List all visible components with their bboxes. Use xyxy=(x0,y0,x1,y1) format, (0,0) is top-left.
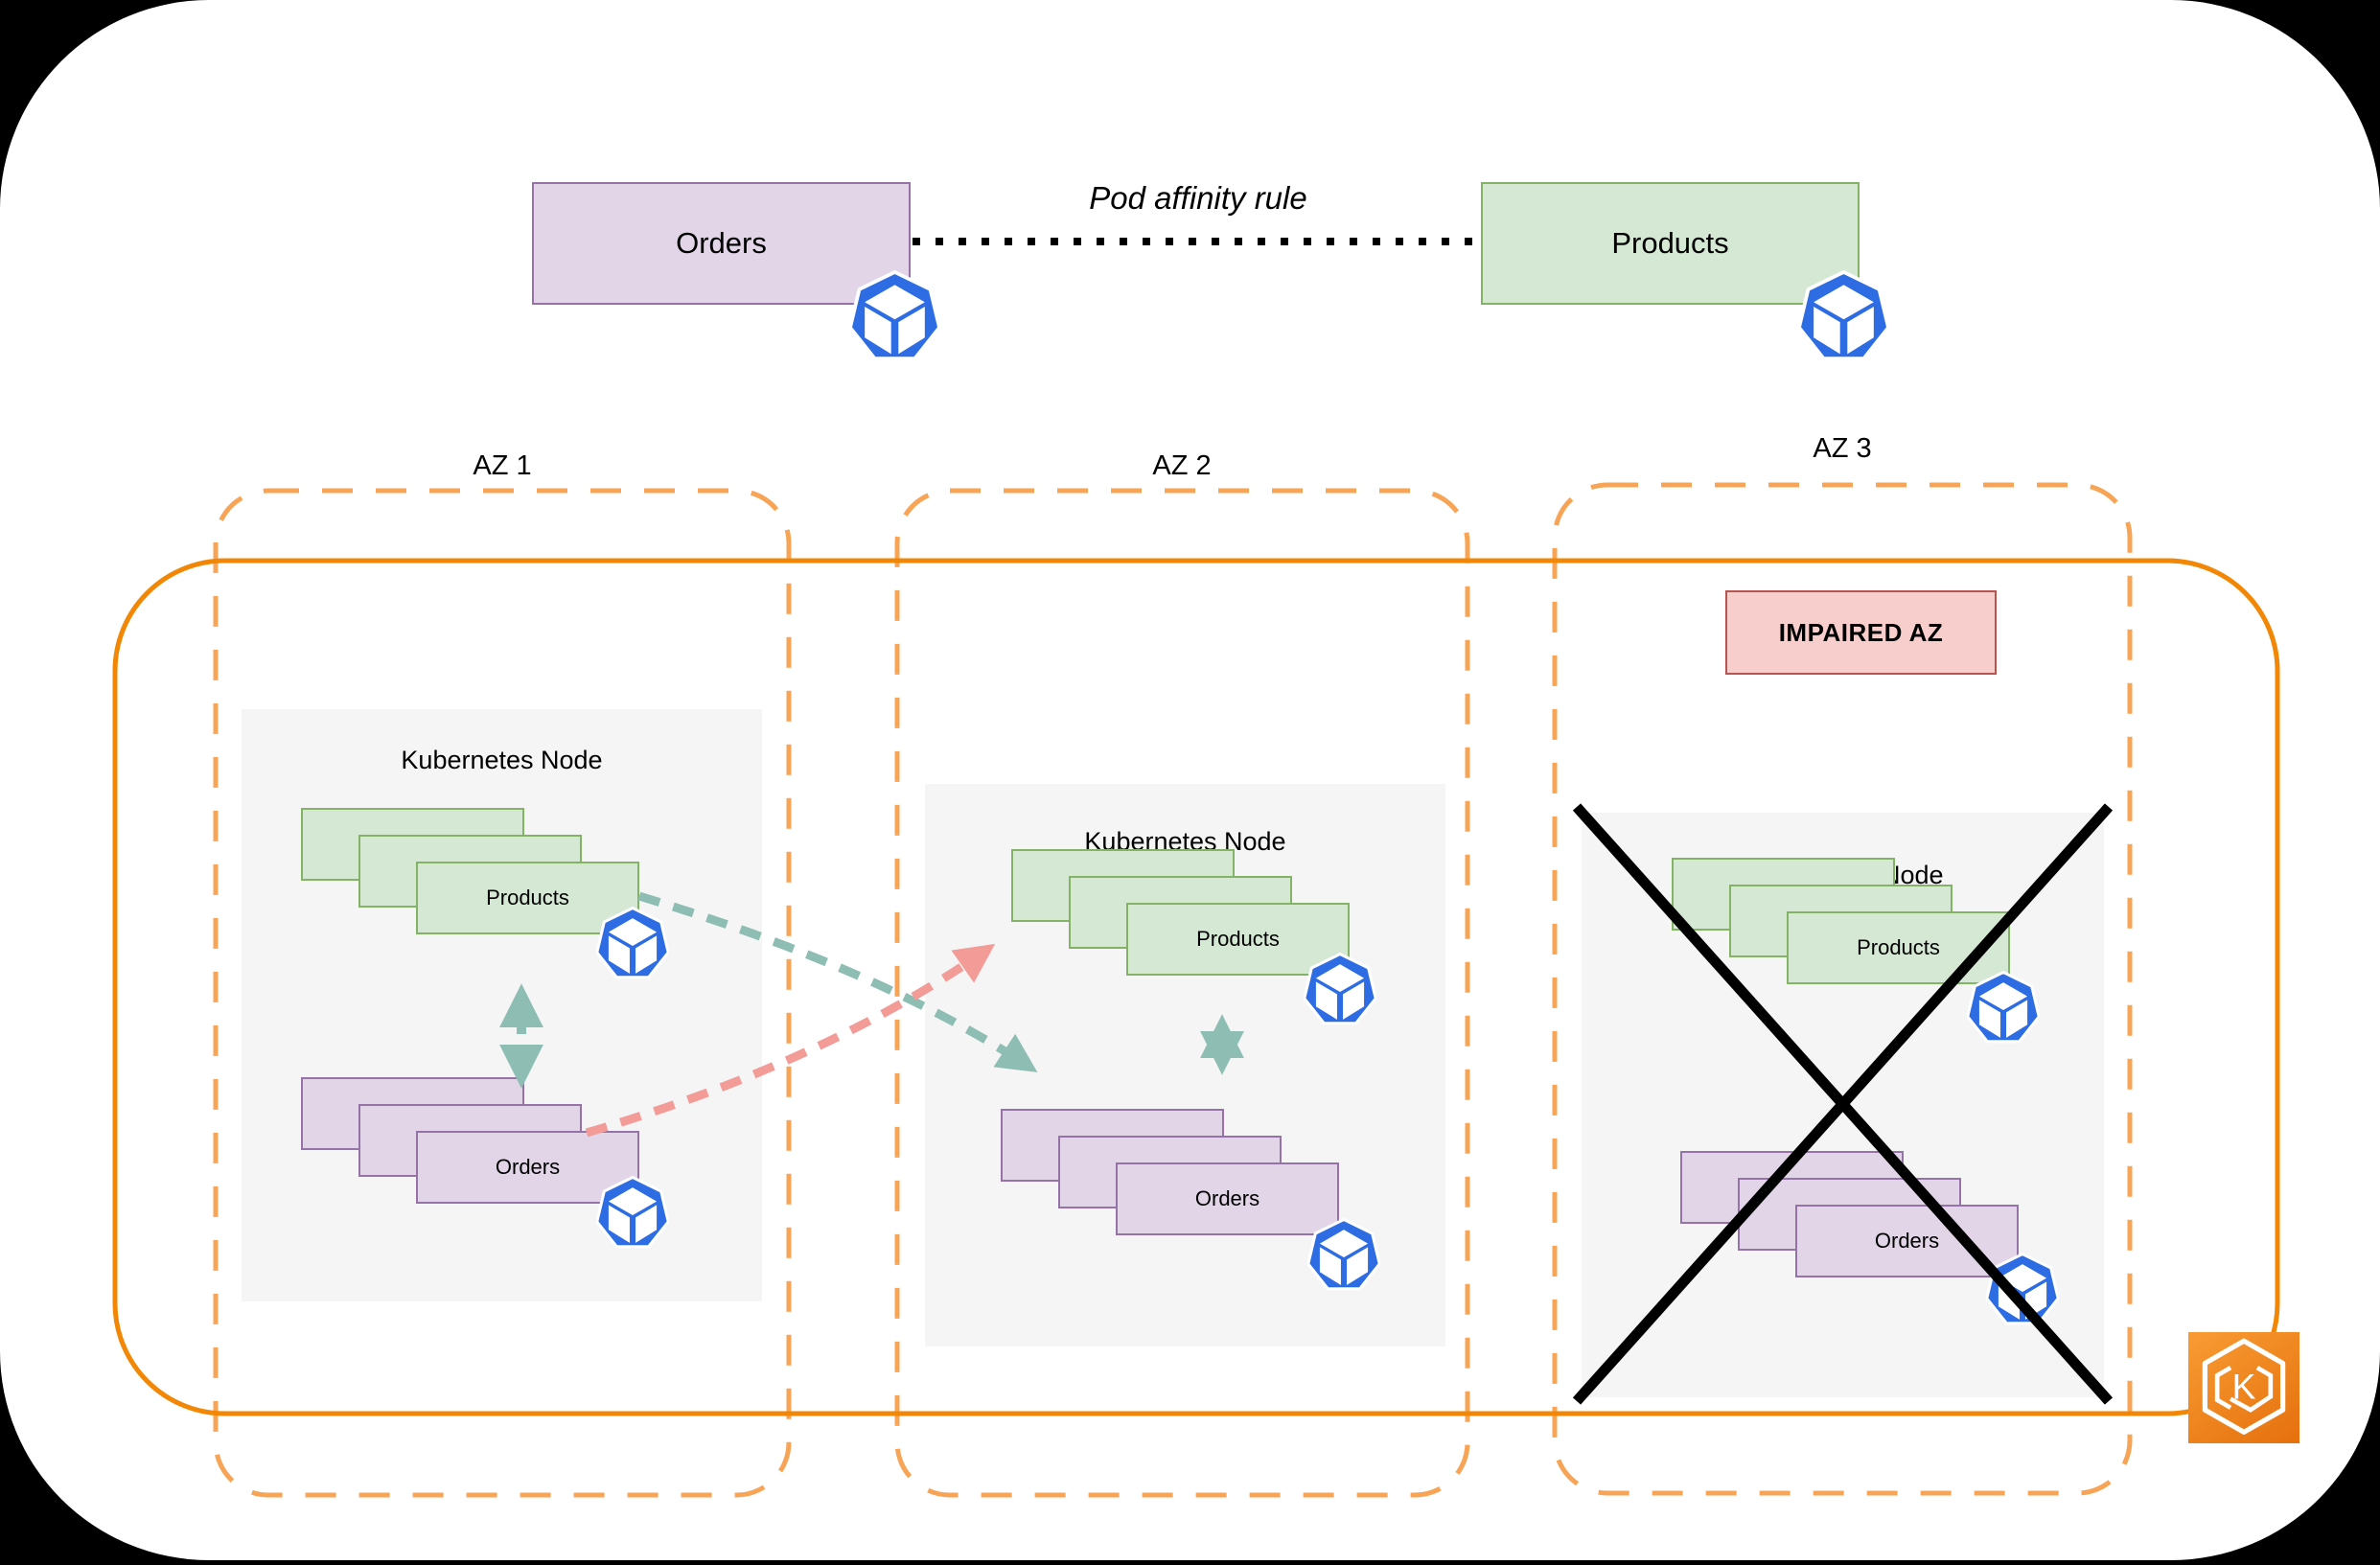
kubernetes-pod-icon xyxy=(1967,971,2040,1044)
kubernetes-pod-icon xyxy=(1798,270,1889,361)
az2-orders-stack: Orders xyxy=(1001,1109,1339,1235)
orders-card-label: Orders xyxy=(495,1155,561,1179)
impaired-az-badge-label: IMPAIRED AZ xyxy=(1778,617,1944,647)
az2-label: AZ 2 xyxy=(1152,450,1212,481)
products-front-card: Products xyxy=(416,862,639,934)
orders-front-card: Orders xyxy=(1116,1162,1339,1235)
kubernetes-pod-icon xyxy=(1307,1218,1380,1291)
eks-letter: K xyxy=(2232,1367,2256,1407)
products-front-card: Products xyxy=(1126,903,1350,976)
amazon-eks-icon: K xyxy=(2188,1332,2299,1443)
kubernetes-pod-icon xyxy=(1986,1253,2059,1325)
az1-kubernetes-node: Kubernetes Node xyxy=(242,709,762,1301)
orders-service-box: Orders xyxy=(532,182,911,305)
orders-front-card: Orders xyxy=(416,1131,639,1204)
az3-label: AZ 3 xyxy=(1813,433,1872,464)
kubernetes-pod-icon xyxy=(1304,953,1376,1025)
az3-products-stack: Products xyxy=(1672,858,2010,984)
impaired-az-badge: IMPAIRED AZ xyxy=(1725,590,1997,675)
products-service-box: Products xyxy=(1481,182,1860,305)
products-service-label: Products xyxy=(1611,226,1729,260)
az1-products-stack: Products xyxy=(301,808,639,934)
az3-orders-stack: Orders xyxy=(1680,1151,2019,1277)
kubernetes-pod-icon xyxy=(849,270,940,361)
products-card-label: Products xyxy=(486,886,569,909)
orders-card-label: Orders xyxy=(1194,1186,1260,1210)
products-card-label: Products xyxy=(1196,927,1280,951)
orders-service-label: Orders xyxy=(676,226,767,260)
pod-affinity-rule-label: Pod affinity rule xyxy=(1089,180,1307,216)
az1-orders-stack: Orders xyxy=(301,1077,639,1204)
az2-products-stack: Products xyxy=(1011,849,1350,976)
az1-label: AZ 1 xyxy=(473,450,532,481)
kubernetes-pod-icon xyxy=(596,1176,669,1249)
kubernetes-pod-icon xyxy=(596,907,669,979)
orders-card-label: Orders xyxy=(1874,1229,1940,1253)
az1-node-title: Kubernetes Node xyxy=(401,746,603,774)
products-card-label: Products xyxy=(1857,935,1940,959)
